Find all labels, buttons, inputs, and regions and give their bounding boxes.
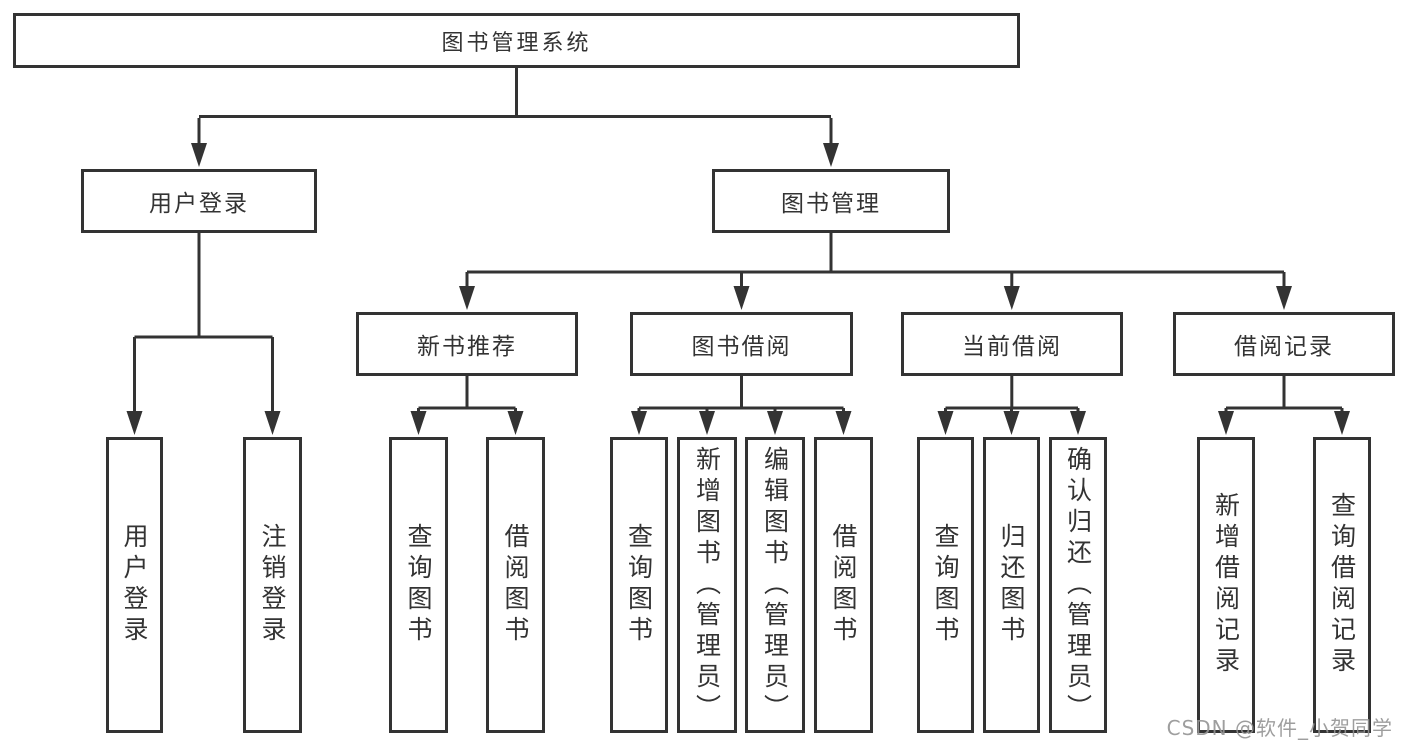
leaf-confirm-return-admin: 确认归还（管理员） — [1049, 437, 1107, 733]
connector-lines — [133, 68, 1344, 416]
leaf-query-books-recommend: 查询图书 — [389, 437, 448, 733]
leaf-borrow-books-recommend: 借阅图书 — [486, 437, 545, 733]
leaf-return-book: 归还图书 — [983, 437, 1040, 733]
leaf-edit-book-admin: 编辑图书（管理员） — [745, 437, 805, 733]
node-library-management-system: 图书管理系统 — [13, 13, 1020, 68]
node-current-borrow: 当前借阅 — [901, 312, 1123, 376]
csdn-watermark: CSDN @软件_小贺同学 — [1166, 716, 1393, 740]
node-user-login-group: 用户登录 — [81, 169, 317, 233]
leaf-borrow-book: 借阅图书 — [814, 437, 873, 733]
leaf-logout: 注销登录 — [243, 437, 302, 733]
leaf-add-book-admin: 新增图书（管理员） — [677, 437, 737, 733]
node-book-borrow: 图书借阅 — [630, 312, 853, 376]
leaf-query-books-borrow: 查询图书 — [610, 437, 668, 733]
node-borrow-records: 借阅记录 — [1173, 312, 1395, 376]
leaf-add-borrow-record: 新增借阅记录 — [1197, 437, 1255, 733]
node-book-management: 图书管理 — [712, 169, 950, 233]
leaf-query-books-current: 查询图书 — [917, 437, 974, 733]
leaf-query-borrow-record: 查询借阅记录 — [1313, 437, 1371, 733]
leaf-user-login: 用户登录 — [106, 437, 163, 733]
node-new-book-recommend: 新书推荐 — [356, 312, 578, 376]
arrowheads — [126, 143, 1350, 435]
